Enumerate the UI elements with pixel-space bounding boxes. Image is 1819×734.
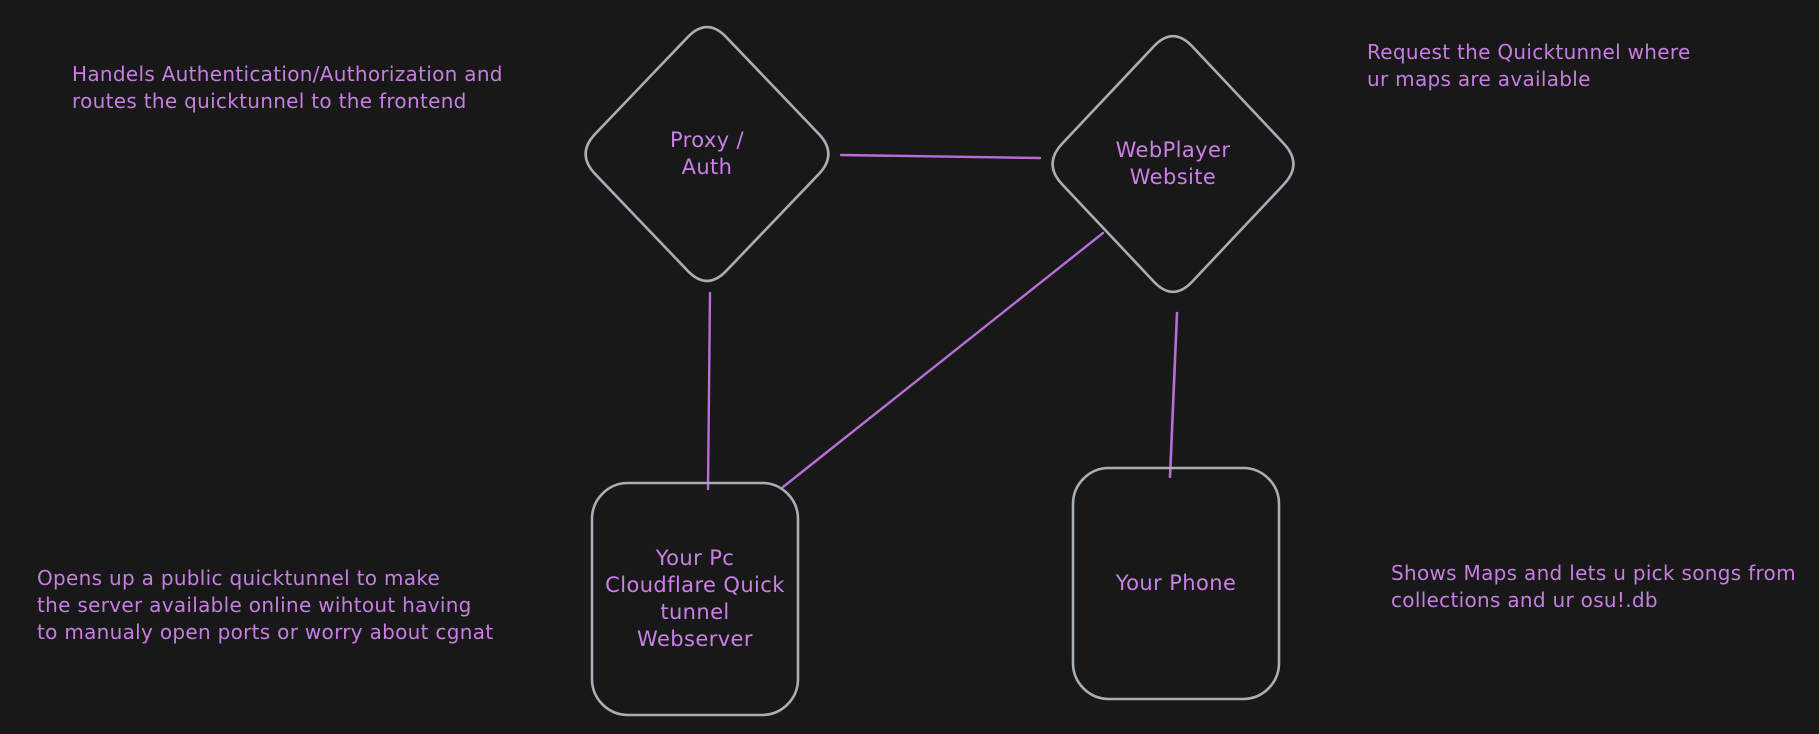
node-your-phone-shape[interactable] — [1071, 466, 1281, 701]
annotation-phone-note: Shows Maps and lets u pick songs from co… — [1391, 561, 1796, 612]
annotation-proxy-note: Handels Authentication/Authorization and… — [72, 62, 503, 113]
connector-webplayer-to-phone — [1168, 311, 1179, 479]
annotation-webserver-note: Opens up a public quicktunnel to make th… — [37, 566, 494, 644]
node-webplayer-website-shape[interactable] — [1051, 34, 1295, 294]
annotation-webplayer-note: Request the Quicktunnel where ur maps ar… — [1367, 40, 1691, 91]
node-proxy-auth-shape[interactable] — [584, 25, 830, 283]
connector-proxy-to-webplayer — [839, 153, 1042, 160]
node-pc-webserver-shape[interactable] — [590, 481, 800, 717]
connector-webplayer-to-webserver — [781, 231, 1105, 489]
connector-proxy-to-webserver — [706, 291, 712, 491]
